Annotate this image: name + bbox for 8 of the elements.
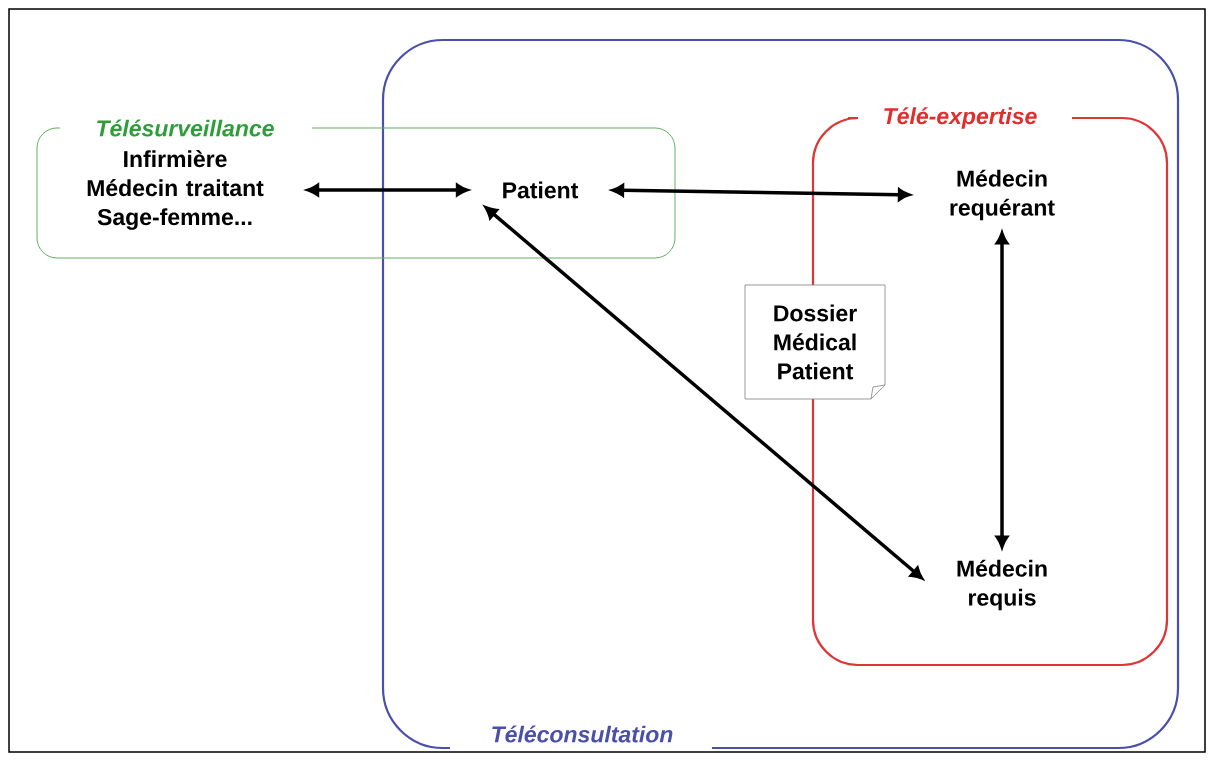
role-label: Infirmière Médecin traitant Sage-femme... [87, 150, 264, 230]
role-label: Patient [503, 181, 579, 199]
double-arrow [484, 206, 923, 580]
double-arrow [306, 183, 469, 197]
role-label: Médecin requis [957, 559, 1047, 611]
role-label: Médecin requérant [950, 169, 1055, 221]
double-arrow [611, 184, 911, 201]
document-note: Dossier Médical Patient [744, 284, 886, 400]
